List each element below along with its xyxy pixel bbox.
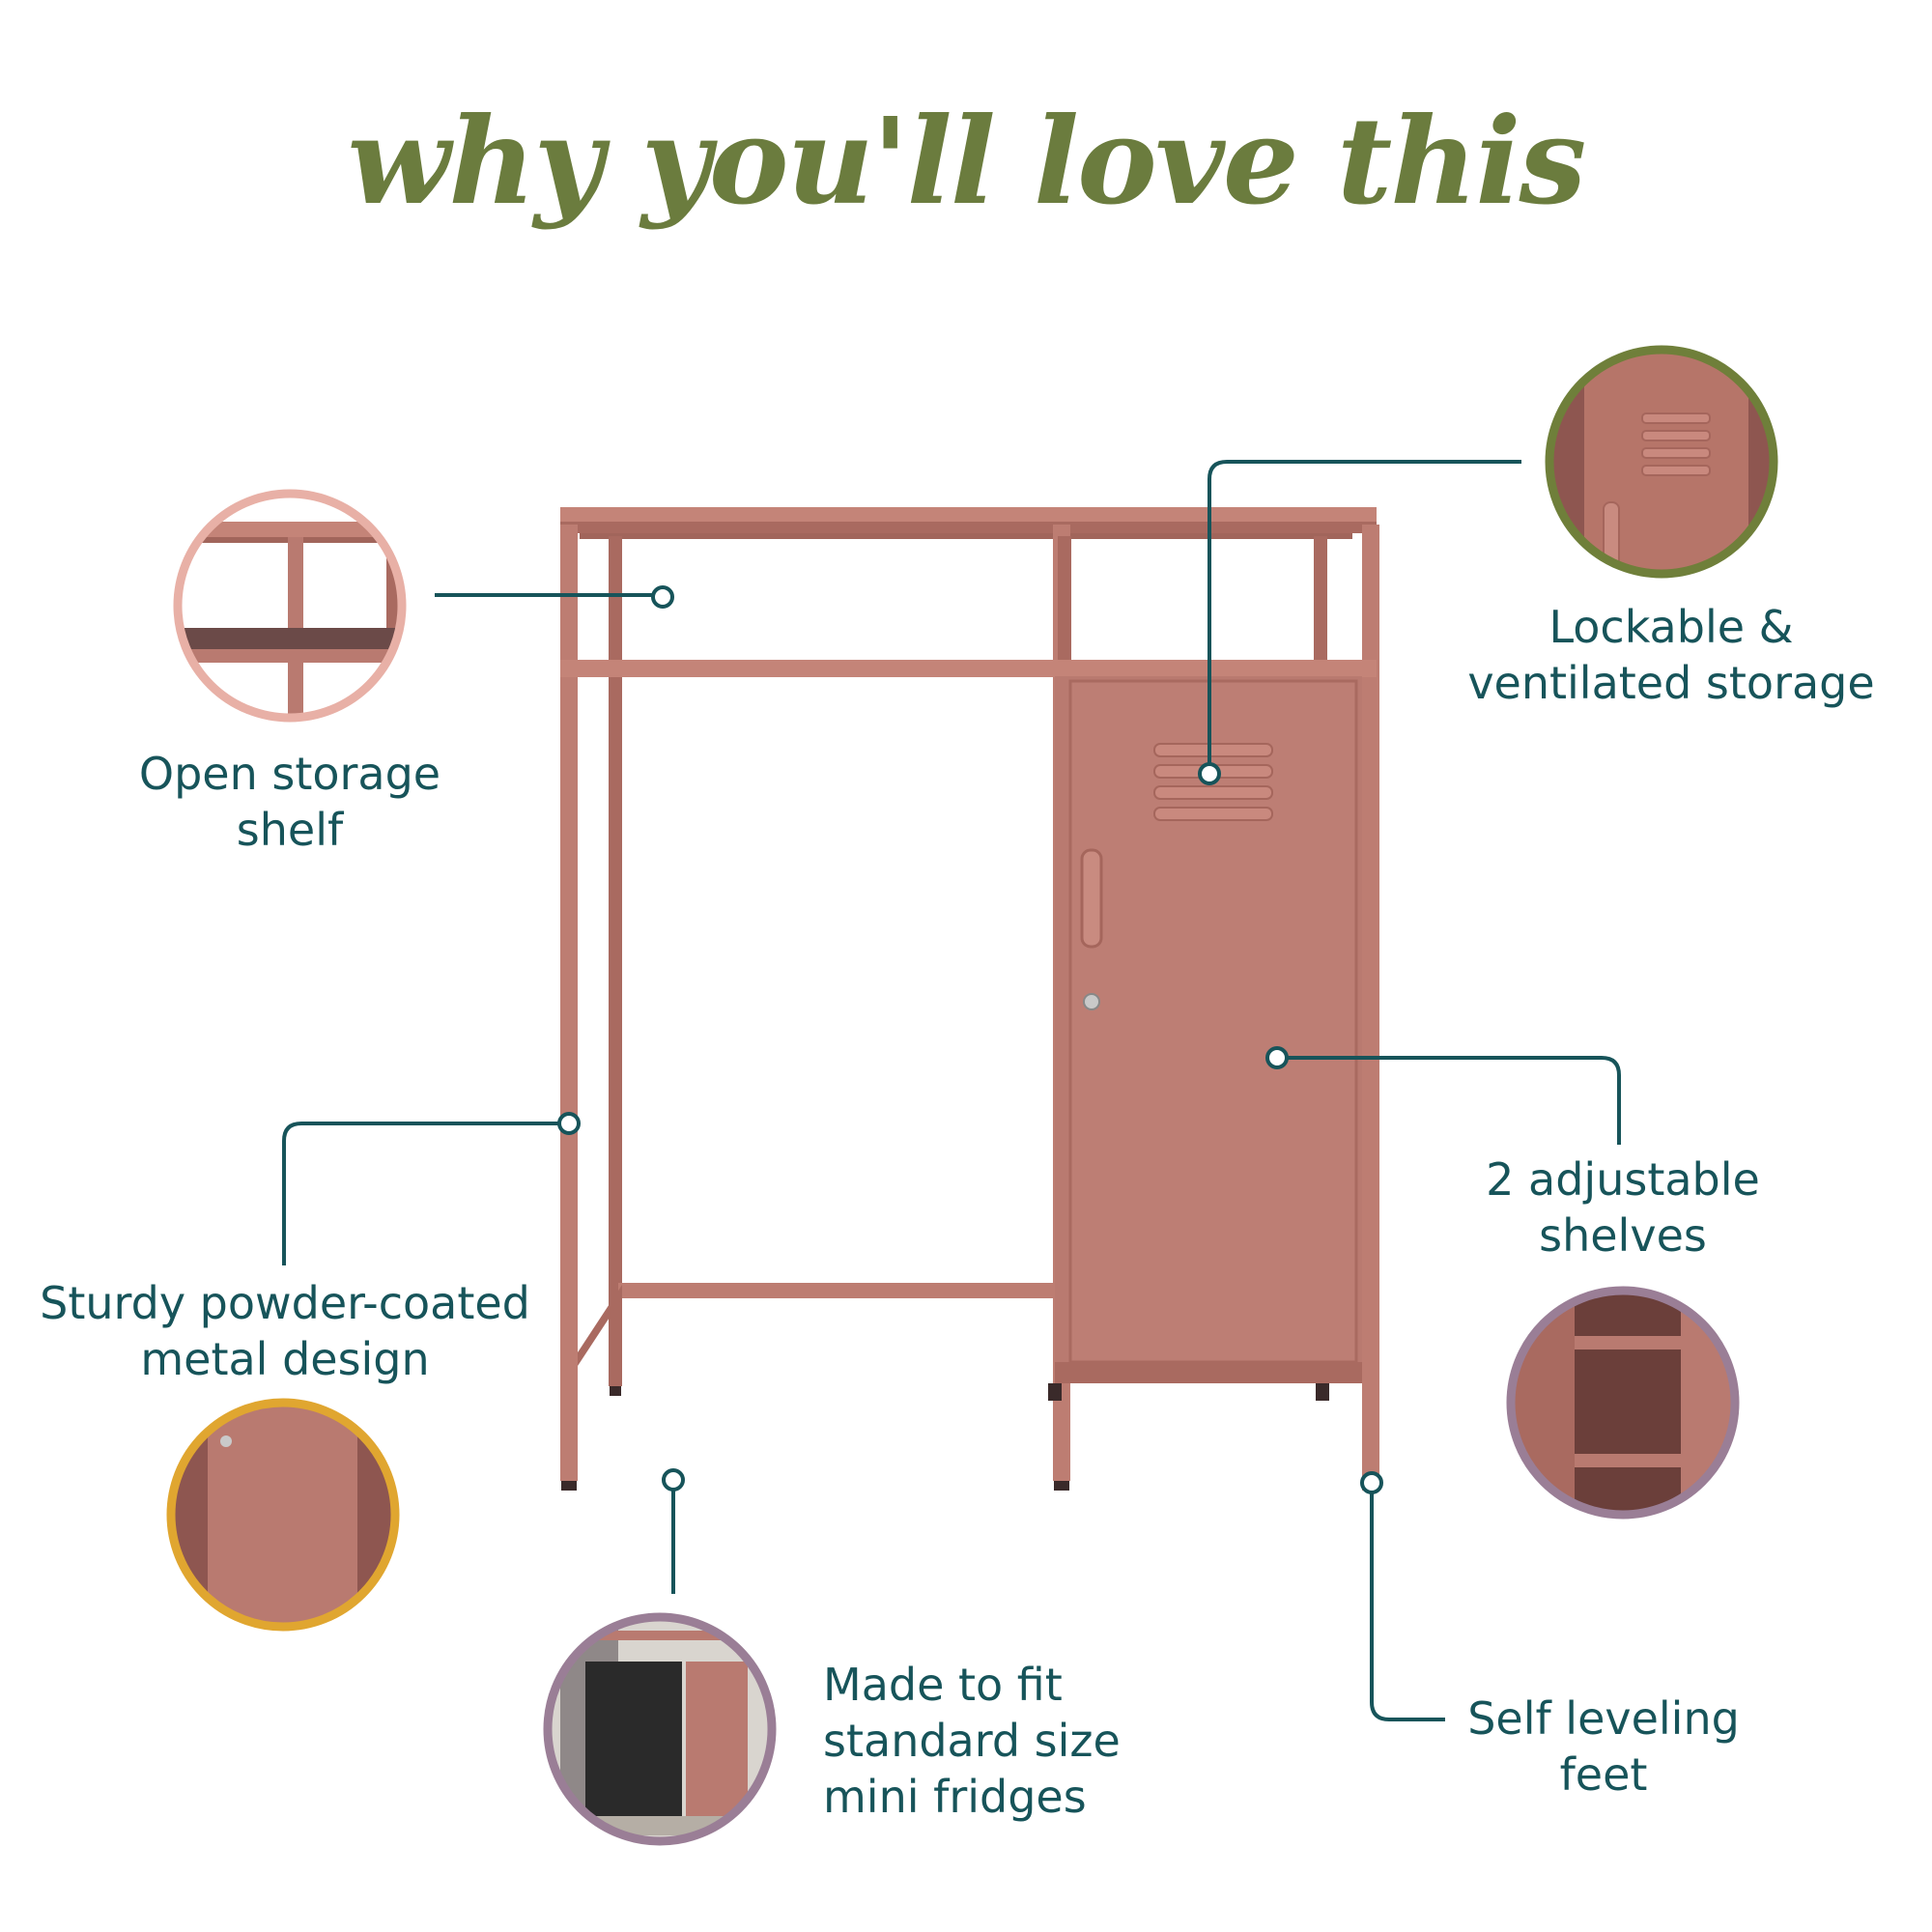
connector-dots <box>557 585 1383 1494</box>
feature-powder-coated-metal: Sturdy powder-coated metal design <box>39 1275 531 1387</box>
feature-self-leveling-feet: Self leveling feet <box>1449 1690 1758 1803</box>
feature-line: Sturdy powder-coated <box>40 1277 530 1329</box>
feature-line: Made to fit <box>823 1659 1063 1711</box>
feature-line: Open storage <box>138 748 441 800</box>
feature-adjustable-shelves: 2 adjustable shelves <box>1468 1151 1777 1264</box>
feature-line: standard size <box>823 1715 1121 1767</box>
shelves-detail-image <box>1506 1286 1740 1520</box>
fridge-detail-image <box>543 1612 777 1846</box>
feature-mini-fridge: Made to fit standard size mini fridges <box>823 1657 1151 1825</box>
feature-line: shelves <box>1539 1209 1707 1262</box>
feature-line: mini fridges <box>823 1771 1087 1823</box>
feature-lockable-ventilated: Lockable & ventilated storage <box>1449 599 1893 711</box>
open-shelf-detail-image <box>173 489 407 723</box>
feature-line: Lockable & <box>1548 601 1794 653</box>
feature-line: metal design <box>140 1333 430 1385</box>
cabinet <box>560 507 1379 1491</box>
feature-open-storage-shelf: Open storage shelf <box>126 746 454 858</box>
feature-line: ventilated storage <box>1467 657 1875 709</box>
feature-line: feet <box>1559 1748 1648 1801</box>
feature-line: 2 adjustable <box>1486 1153 1760 1206</box>
metal-detail-image <box>166 1398 400 1632</box>
feature-line: Self leveling <box>1467 1692 1740 1745</box>
headline: why you'll love this <box>347 92 1587 232</box>
lockable-detail-image <box>1545 345 1778 579</box>
feature-line: shelf <box>236 804 344 856</box>
connectors <box>282 460 1621 1721</box>
